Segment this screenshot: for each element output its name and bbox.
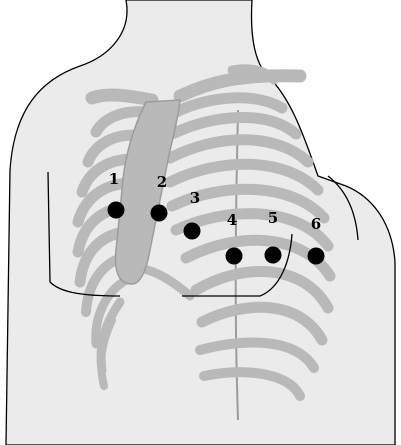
electrode-label-1: 1 <box>109 170 119 188</box>
electrode-6 <box>308 248 325 265</box>
electrode-3 <box>184 223 201 240</box>
electrode-4 <box>226 248 243 265</box>
electrode-2 <box>151 205 168 222</box>
electrode-5 <box>265 247 282 264</box>
electrode-1 <box>108 202 125 219</box>
electrode-label-4: 4 <box>227 211 237 229</box>
electrode-label-6: 6 <box>311 215 321 233</box>
electrode-label-5: 5 <box>268 209 278 227</box>
electrode-label-2: 2 <box>157 173 167 191</box>
clavicle-left <box>92 95 152 100</box>
electrode-label-3: 3 <box>190 189 200 207</box>
